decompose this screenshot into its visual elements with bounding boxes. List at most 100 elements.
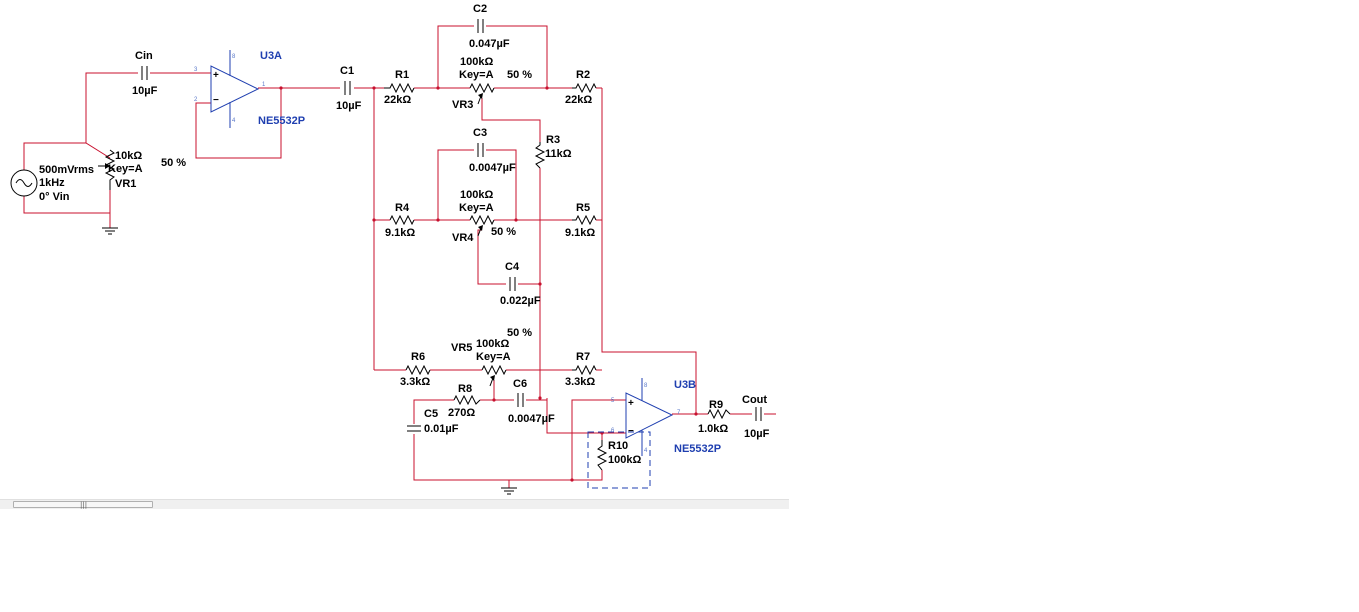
cout-value-label: 10µF bbox=[744, 428, 770, 440]
potentiometer-vr1[interactable]: 10kΩ Key=A VR1 50 % bbox=[98, 149, 186, 190]
vr1-ref-label: VR1 bbox=[115, 178, 136, 190]
potentiometer-vr4[interactable]: 100kΩ Key=A 50 % VR4 bbox=[452, 189, 516, 244]
u3b-pin-label: 8 bbox=[644, 383, 648, 389]
capacitor-c1[interactable]: C1 10µF bbox=[336, 65, 362, 112]
capacitor-c4[interactable]: C4 0.022µF bbox=[500, 261, 541, 307]
svg-text:−: − bbox=[628, 426, 634, 437]
vr5-setting-label: 50 % bbox=[507, 327, 532, 339]
resistor-r5[interactable]: R5 9.1kΩ bbox=[565, 202, 597, 239]
c1-value-label: 10µF bbox=[336, 100, 362, 112]
vr3-key-label: Key=A bbox=[459, 69, 494, 81]
resistor-r4[interactable]: R4 9.1kΩ bbox=[385, 202, 415, 239]
vr3-setting-label: 50 % bbox=[507, 69, 532, 81]
scrollbar-thumb[interactable]: ||| bbox=[13, 501, 153, 509]
r8-value-label: 270Ω bbox=[448, 407, 475, 419]
junction-dot bbox=[436, 218, 440, 222]
r7-value-label: 3.3kΩ bbox=[565, 376, 595, 388]
resistor-r2[interactable]: R2 22kΩ bbox=[565, 69, 597, 106]
r10-value-label: 100kΩ bbox=[608, 454, 641, 466]
junction-dot bbox=[492, 398, 496, 402]
junction-dot bbox=[694, 412, 698, 416]
resistor-r3[interactable]: R3 11kΩ bbox=[534, 134, 572, 169]
c2-ref-label: C2 bbox=[473, 3, 487, 15]
junction-dot bbox=[514, 218, 518, 222]
c2-value-label: 0.047µF bbox=[469, 38, 510, 50]
u3b-part-label: NE5532P bbox=[674, 443, 721, 455]
r2-value-label: 22kΩ bbox=[565, 94, 592, 106]
resistor-r8[interactable]: R8 270Ω bbox=[448, 383, 481, 419]
junction-dot bbox=[545, 86, 549, 90]
vr5-value-label: 100kΩ bbox=[476, 338, 509, 350]
opamp-u3a[interactable]: + − 3 2 1 8 4 U3A NE5532P bbox=[194, 50, 305, 128]
r7-ref-label: R7 bbox=[576, 351, 590, 363]
capacitor-c5[interactable]: C5 0.01µF bbox=[407, 408, 459, 435]
u3b-pin-label: 6 bbox=[611, 428, 615, 434]
r6-value-label: 3.3kΩ bbox=[400, 376, 430, 388]
ground-icon bbox=[102, 227, 118, 235]
vr5-ref-label: VR5 bbox=[451, 342, 472, 354]
vr4-setting-label: 50 % bbox=[491, 226, 516, 238]
r1-value-label: 22kΩ bbox=[384, 94, 411, 106]
c4-ref-label: C4 bbox=[505, 261, 520, 273]
source-frequency-label: 1kHz bbox=[39, 177, 65, 189]
cin-value-label: 10µF bbox=[132, 85, 158, 97]
u3a-pin-label: 3 bbox=[194, 67, 198, 73]
u3a-pin-label: 4 bbox=[232, 118, 236, 124]
junction-dot bbox=[538, 396, 542, 400]
r6-ref-label: R6 bbox=[411, 351, 425, 363]
vr4-value-label: 100kΩ bbox=[460, 189, 493, 201]
grip-icon: ||| bbox=[80, 501, 88, 509]
capacitor-c6[interactable]: C6 0.0047µF bbox=[508, 378, 555, 425]
ground-icon bbox=[501, 487, 517, 495]
u3b-pin-label: 7 bbox=[677, 410, 681, 416]
junction-dot bbox=[436, 86, 440, 90]
c4-value-label: 0.022µF bbox=[500, 295, 541, 307]
u3b-pin-label: 4 bbox=[644, 448, 648, 454]
ac-source-vin[interactable]: 500mVrms 1kHz 0° Vin bbox=[10, 164, 94, 203]
vr4-key-label: Key=A bbox=[459, 202, 494, 214]
u3b-pin-label: 5 bbox=[611, 398, 615, 404]
selection-box bbox=[587, 431, 651, 489]
r2-ref-label: R2 bbox=[576, 69, 590, 81]
capacitor-cin[interactable]: Cin 10µF bbox=[132, 50, 158, 97]
resistor-r7[interactable]: R7 3.3kΩ bbox=[565, 351, 597, 388]
junction-dot bbox=[372, 86, 376, 90]
junction-dot bbox=[279, 86, 283, 90]
junction-dot bbox=[538, 282, 542, 286]
r8-ref-label: R8 bbox=[458, 383, 472, 395]
schematic-diagram: 500mVrms 1kHz 0° Vin 10kΩ Key=A VR1 50 %… bbox=[10, 3, 776, 495]
capacitor-c2[interactable]: C2 0.047µF bbox=[469, 3, 510, 50]
r4-ref-label: R4 bbox=[395, 202, 410, 214]
resistor-r1[interactable]: R1 22kΩ bbox=[384, 69, 415, 106]
cin-ref-label: Cin bbox=[135, 50, 153, 62]
capacitor-c3[interactable]: C3 0.0047µF bbox=[469, 127, 516, 174]
potentiometer-vr5[interactable]: 50 % VR5 100kΩ Key=A bbox=[451, 327, 532, 387]
vr5-key-label: Key=A bbox=[476, 351, 511, 363]
u3a-pin-label: 1 bbox=[262, 82, 266, 88]
resistor-r6[interactable]: R6 3.3kΩ bbox=[400, 351, 431, 388]
svg-text:+: + bbox=[213, 70, 219, 81]
r4-value-label: 9.1kΩ bbox=[385, 227, 415, 239]
cout-ref-label: Cout bbox=[742, 394, 767, 406]
c3-ref-label: C3 bbox=[473, 127, 487, 139]
r9-ref-label: R9 bbox=[709, 399, 723, 411]
r3-ref-label: R3 bbox=[546, 134, 560, 146]
capacitor-cout[interactable]: Cout 10µF bbox=[742, 394, 770, 440]
horizontal-scrollbar[interactable]: ||| bbox=[0, 499, 789, 509]
vr1-value-label: 10kΩ bbox=[115, 150, 142, 162]
potentiometer-vr3[interactable]: 100kΩ Key=A 50 % VR3 bbox=[452, 56, 532, 111]
junction-dot bbox=[570, 478, 574, 482]
svg-text:+: + bbox=[628, 398, 634, 409]
vr1-setting-label: 50 % bbox=[161, 157, 186, 169]
resistor-r9[interactable]: R9 1.0kΩ bbox=[698, 399, 731, 435]
r10-ref-label: R10 bbox=[608, 440, 628, 452]
vr1-key-label: Key=A bbox=[108, 163, 143, 175]
schematic-canvas[interactable]: 500mVrms 1kHz 0° Vin 10kΩ Key=A VR1 50 %… bbox=[0, 0, 789, 508]
vr4-ref-label: VR4 bbox=[452, 232, 474, 244]
c1-ref-label: C1 bbox=[340, 65, 354, 77]
opamp-u3b[interactable]: + − 5 6 7 8 4 U3B NE5532P bbox=[611, 378, 721, 456]
c5-ref-label: C5 bbox=[424, 408, 438, 420]
r5-value-label: 9.1kΩ bbox=[565, 227, 595, 239]
resistor-r10[interactable]: R10 100kΩ bbox=[587, 431, 651, 489]
c6-ref-label: C6 bbox=[513, 378, 527, 390]
